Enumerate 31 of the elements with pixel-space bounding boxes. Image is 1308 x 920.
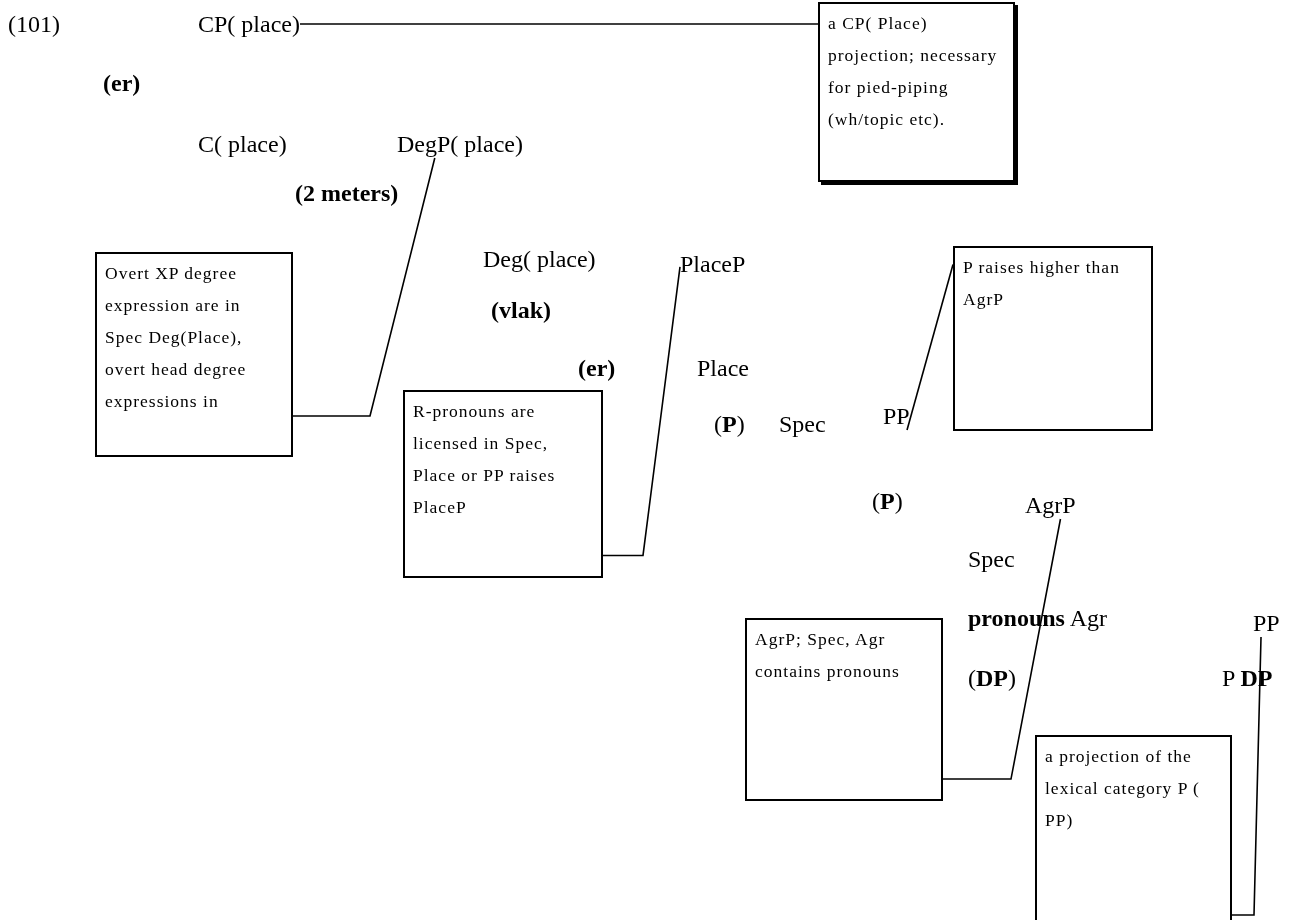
- tree-label: (vlak): [491, 296, 551, 324]
- tree-label: Deg( place): [483, 245, 596, 273]
- tree-label: (P): [714, 410, 745, 438]
- tree-node-label: CP( place): [198, 10, 300, 38]
- leader-line: [292, 157, 436, 417]
- example-number: (101): [8, 10, 60, 38]
- tree-label: (er): [103, 69, 141, 97]
- tree-label: C( place): [198, 130, 287, 158]
- note-box: Overt XP degree expression are in Spec Deg(Place), overt head degree expressions in: [95, 252, 293, 457]
- tree-node-label: PP: [883, 402, 910, 430]
- tree-label: Spec: [968, 545, 1015, 573]
- tree-node-label: DegP( place): [397, 130, 523, 158]
- leader-line: [299, 23, 819, 25]
- tree-node-label: AgrP: [1025, 491, 1076, 519]
- tree-label: (2 meters): [295, 179, 399, 207]
- tree-node-label: PlaceP: [680, 250, 746, 278]
- tree-label: (P): [872, 487, 903, 515]
- tree-label: Spec: [779, 410, 826, 438]
- note-box: a projection of the lexical category P ( PP): [1035, 735, 1232, 920]
- note-box: a CP( Place) projection; necessary for pied-piping (wh/topic etc).: [818, 2, 1015, 182]
- leader-line: [942, 518, 1062, 780]
- note-box: AgrP; Spec, Agr contains pronouns: [745, 618, 943, 801]
- note-box: P raises higher than AgrP: [953, 246, 1153, 431]
- note-box: R-pronouns are licensed in Spec, Place or PP raises PlaceP: [403, 390, 603, 578]
- tree-label: Place: [697, 354, 749, 382]
- leader-line: [602, 266, 681, 557]
- leader-line: [1231, 636, 1262, 916]
- tree-node-label: PP: [1253, 609, 1280, 637]
- tree-label: (er): [578, 354, 616, 382]
- tree-label: (DP): [968, 664, 1016, 692]
- leader-line: [906, 263, 954, 431]
